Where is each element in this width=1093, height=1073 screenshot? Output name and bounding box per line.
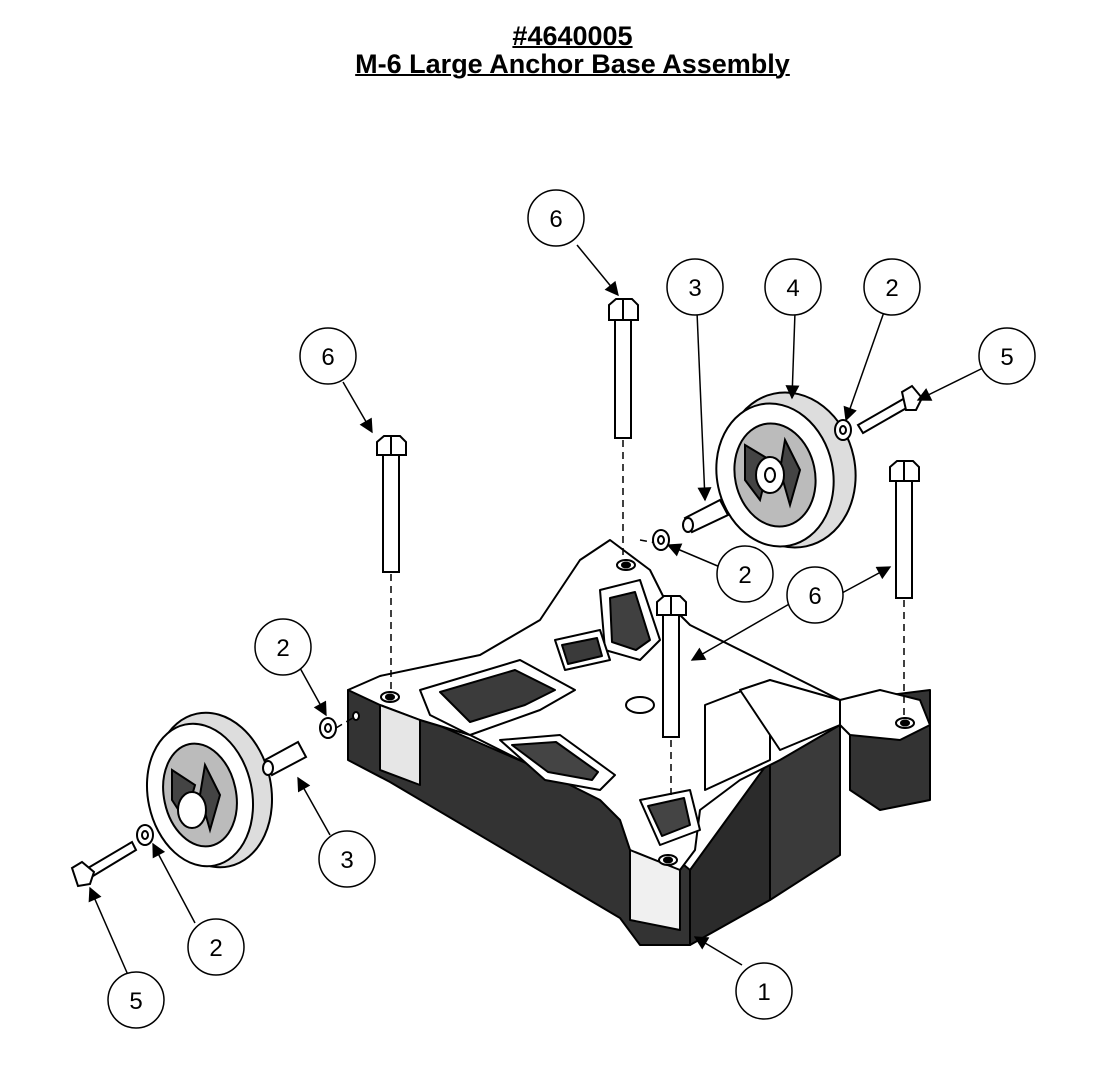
- callout-2-top: 2: [863, 258, 921, 316]
- bolt-right-axle: [856, 384, 924, 435]
- callout-3-top: 3: [666, 258, 724, 316]
- washer-right-inner: [652, 529, 670, 551]
- callout-5-right: 5: [978, 327, 1036, 385]
- svg-text:4: 4: [786, 275, 799, 302]
- callout-2-mid: 2: [716, 545, 774, 603]
- callout-6-mid: 6: [786, 566, 844, 624]
- callout-2-bottom: 2: [187, 918, 245, 976]
- svg-text:2: 2: [276, 635, 289, 662]
- spacer-left: [262, 740, 308, 777]
- anchor-base: [347, 539, 931, 946]
- callout-4-top: 4: [764, 258, 822, 316]
- wheel-left: [145, 711, 274, 869]
- wheel-right: [715, 391, 857, 549]
- bolt-left-axle: [70, 840, 138, 888]
- washer-right-outer: [834, 419, 852, 441]
- callout-6-left: 6: [299, 327, 357, 385]
- title-block: #4640005 M-6 Large Anchor Base Assembly: [0, 22, 1093, 78]
- bolt-right: [889, 460, 920, 599]
- svg-text:2: 2: [738, 562, 751, 589]
- svg-text:2: 2: [885, 275, 898, 302]
- callout-5-left: 5: [107, 971, 165, 1029]
- bolt-installed: [656, 595, 687, 738]
- bolt-center: [608, 298, 639, 439]
- svg-text:1: 1: [757, 979, 770, 1006]
- leader-lines: [88, 244, 984, 976]
- svg-text:6: 6: [549, 206, 562, 233]
- svg-text:3: 3: [340, 847, 353, 874]
- spacer-right: [682, 498, 730, 534]
- part-number-title: #4640005: [512, 21, 633, 51]
- assembly-name-title: M-6 Large Anchor Base Assembly: [355, 49, 790, 79]
- svg-text:5: 5: [1000, 344, 1013, 371]
- callout-2-left: 2: [254, 618, 312, 676]
- callout-6-top: 6: [527, 189, 585, 247]
- callout-3-left: 3: [318, 830, 376, 888]
- svg-text:6: 6: [808, 583, 821, 610]
- svg-text:2: 2: [209, 935, 222, 962]
- svg-text:3: 3: [688, 275, 701, 302]
- svg-text:6: 6: [321, 344, 334, 371]
- svg-text:5: 5: [129, 988, 142, 1015]
- washer-left-outer: [136, 824, 154, 846]
- washer-left-inner: [319, 717, 337, 739]
- callout-1-base: 1: [735, 962, 793, 1020]
- bolt-left: [376, 435, 407, 573]
